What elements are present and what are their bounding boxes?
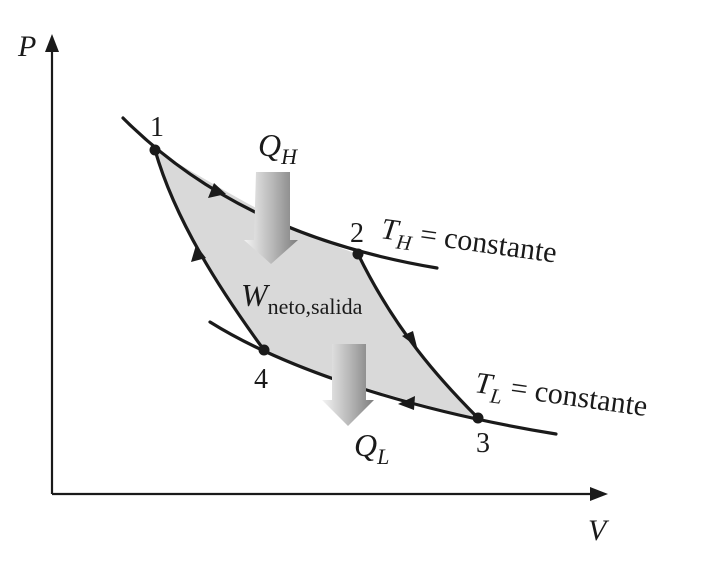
- y-axis-arrowhead: [45, 34, 59, 52]
- direction-arrow-3-4: [398, 396, 415, 410]
- net-work-subscript: neto,salida: [268, 294, 363, 319]
- isotherm-high-text: = constante: [411, 217, 559, 270]
- heat-in-subscript: H: [280, 144, 298, 169]
- x-axis-label: V: [588, 514, 610, 547]
- state-point-1: [149, 144, 161, 156]
- heat-out-arrow: [322, 344, 374, 426]
- state-label-4: 4: [254, 364, 268, 395]
- direction-arrow-4-1: [191, 245, 206, 262]
- x-axis-arrowhead: [590, 487, 608, 501]
- state-label-1: 1: [150, 112, 164, 143]
- y-axis-label: P: [17, 30, 36, 63]
- isotherm-high-label: TH = constante: [378, 212, 559, 275]
- isotherm-low-subscript: L: [488, 383, 504, 409]
- isotherm-high-subscript: H: [394, 229, 415, 255]
- heat-out-symbol: Q: [354, 427, 377, 463]
- heat-in-symbol: Q: [258, 127, 281, 163]
- direction-arrow-2-3: [402, 331, 417, 347]
- state-point-3: [472, 412, 484, 424]
- state-label-3: 3: [476, 428, 490, 459]
- isotherm-high-symbol: T: [379, 212, 402, 247]
- net-work-symbol: W: [241, 277, 271, 313]
- isotherm-low-symbol: T: [473, 366, 496, 401]
- adiabat-expansion: [356, 252, 480, 420]
- state-point-4: [258, 344, 270, 356]
- heat-in-arrow: [244, 172, 298, 264]
- cycle-area: [155, 150, 478, 418]
- net-work-label: Wneto,salida: [241, 277, 363, 319]
- state-label-2: 2: [350, 218, 364, 249]
- isotherm-low-text: = constante: [501, 370, 649, 423]
- direction-arrow-1-2: [208, 183, 226, 198]
- heat-out-subscript: L: [376, 444, 389, 469]
- heat-out-label: QL: [354, 427, 389, 469]
- heat-in-label: QH: [258, 127, 298, 169]
- state-point-2: [352, 248, 364, 260]
- isotherm-low-label: TL = constante: [472, 366, 649, 429]
